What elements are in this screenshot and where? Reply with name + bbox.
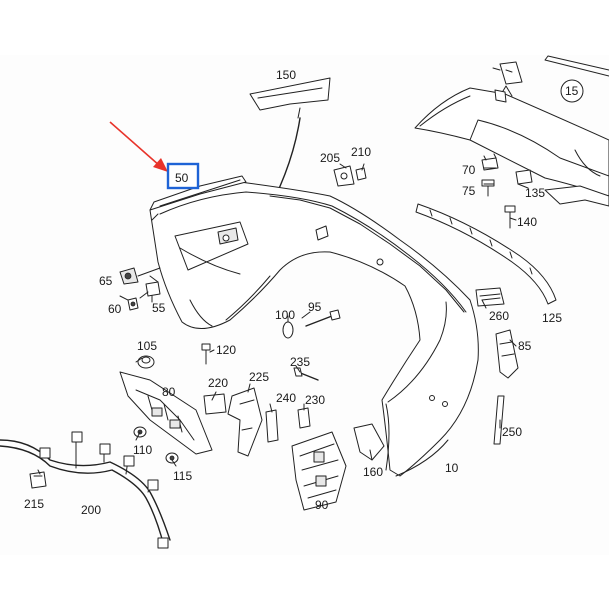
part-10-bumper-cover xyxy=(149,181,479,477)
part-105-grommet xyxy=(137,355,155,369)
label-90: 90 xyxy=(315,498,329,512)
label-10: 10 xyxy=(445,461,459,475)
label-60: 60 xyxy=(108,302,122,316)
label-150: 150 xyxy=(276,68,296,82)
label-75: 75 xyxy=(462,184,476,198)
part-200-wiring-harness xyxy=(0,431,171,549)
label-55: 55 xyxy=(152,301,166,315)
label-70: 70 xyxy=(462,163,476,177)
label-95: 95 xyxy=(308,300,322,314)
part-125-side-strip xyxy=(415,203,557,305)
label-15: 15 xyxy=(565,84,579,98)
label-220: 220 xyxy=(208,376,228,390)
leader-lines xyxy=(37,163,529,475)
part-labels: 150 205 210 70 75 135 140 65 60 55 100 9… xyxy=(24,68,562,517)
rear-diffuser-assembly xyxy=(414,55,609,207)
label-115: 115 xyxy=(173,469,192,483)
label-120: 120 xyxy=(216,343,236,357)
part-215-connector xyxy=(29,471,47,489)
part-80-bracket xyxy=(119,371,213,455)
label-240: 240 xyxy=(276,391,296,405)
part-95-bolt xyxy=(305,309,341,327)
label-235: 235 xyxy=(290,355,310,369)
label-200: 200 xyxy=(81,503,101,517)
label-125: 125 xyxy=(542,311,562,325)
label-135: 135 xyxy=(525,186,545,200)
part-230-clip xyxy=(297,407,311,429)
part-250-rod xyxy=(493,395,505,445)
label-260: 260 xyxy=(489,309,509,323)
part-210-clip xyxy=(355,167,367,181)
label-250: 250 xyxy=(502,425,522,439)
part-135-clip xyxy=(515,169,533,185)
part-205-bracket xyxy=(333,165,355,187)
part-120-screw xyxy=(201,343,211,365)
part-115-nut xyxy=(165,452,179,464)
part-225-bracket xyxy=(227,387,263,457)
label-205: 205 xyxy=(320,151,340,165)
label-50: 50 xyxy=(175,171,189,185)
part-60-nut xyxy=(127,297,139,311)
part-70-clip xyxy=(481,153,499,171)
part-235-bolt xyxy=(293,367,319,381)
part-160-bracket xyxy=(353,423,385,461)
part-220-pad xyxy=(203,393,227,415)
label-215: 215 xyxy=(24,497,44,511)
label-85: 85 xyxy=(518,339,532,353)
callout-15: 15 xyxy=(560,79,584,103)
label-80: 80 xyxy=(162,385,176,399)
label-160: 160 xyxy=(363,465,383,479)
part-240-clip xyxy=(265,409,279,443)
part-140-screw xyxy=(504,205,516,229)
part-260-sensor xyxy=(475,287,505,307)
label-100: 100 xyxy=(275,308,295,322)
part-100-washer xyxy=(282,321,294,339)
label-225: 225 xyxy=(249,370,269,384)
part-90-bracket xyxy=(291,431,347,511)
label-210: 210 xyxy=(351,145,371,159)
label-105: 105 xyxy=(137,339,157,353)
label-230: 230 xyxy=(305,393,325,407)
part-50-trim-strip xyxy=(149,175,247,221)
label-65: 65 xyxy=(99,274,113,288)
pointer-arrow xyxy=(109,121,168,172)
label-110: 110 xyxy=(133,443,152,457)
part-65-clip xyxy=(119,267,161,285)
callout-50-highlight: 50 xyxy=(166,162,200,190)
label-140: 140 xyxy=(517,215,537,229)
